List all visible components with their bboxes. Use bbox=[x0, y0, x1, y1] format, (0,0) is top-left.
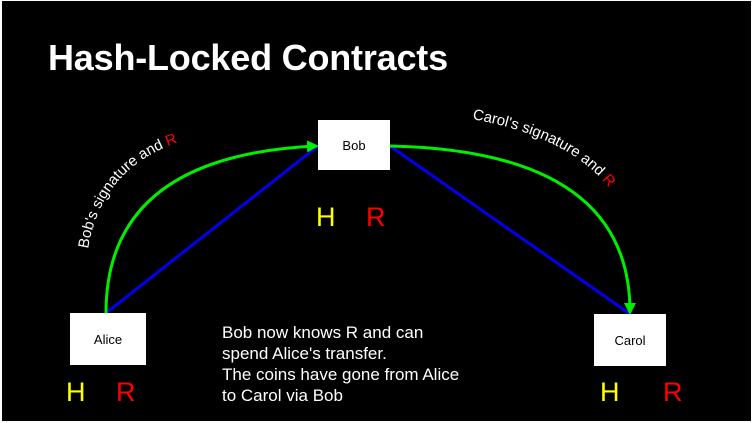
alice-h-letter: H bbox=[66, 377, 86, 407]
alice-node: Alice bbox=[70, 313, 146, 365]
note-line-1: Bob now knows R and can bbox=[222, 323, 424, 342]
slide-title: Hash-Locked Contracts bbox=[48, 37, 448, 78]
bob-carol-line bbox=[389, 144, 631, 316]
alice-node-label: Alice bbox=[93, 331, 123, 347]
alice-bob-line bbox=[105, 144, 319, 315]
note-line-3: The coins have gone from Alice bbox=[222, 365, 460, 384]
bob-to-carol-arrow bbox=[389, 144, 636, 315]
carol-h-letter: H bbox=[600, 377, 620, 407]
note-line-2: spend Alice's transfer. bbox=[222, 344, 387, 363]
right-arc-label: Carol's signature and R bbox=[471, 106, 619, 190]
alice-to-bob-arrow bbox=[104, 140, 319, 314]
note-line-4: to Carol via Bob bbox=[222, 386, 343, 405]
bob-r-letter: R bbox=[366, 202, 386, 232]
bob-node-label: Bob bbox=[342, 137, 366, 153]
bob-node: Bob bbox=[318, 120, 390, 170]
bob-h-letter: H bbox=[316, 202, 336, 232]
explanation-note: Bob now knows R and can spend Alice's tr… bbox=[222, 322, 459, 406]
carol-node: Carol bbox=[594, 314, 666, 366]
alice-r-letter: R bbox=[116, 377, 136, 407]
carol-node-label: Carol bbox=[614, 332, 646, 348]
carol-r-letter: R bbox=[663, 377, 683, 407]
